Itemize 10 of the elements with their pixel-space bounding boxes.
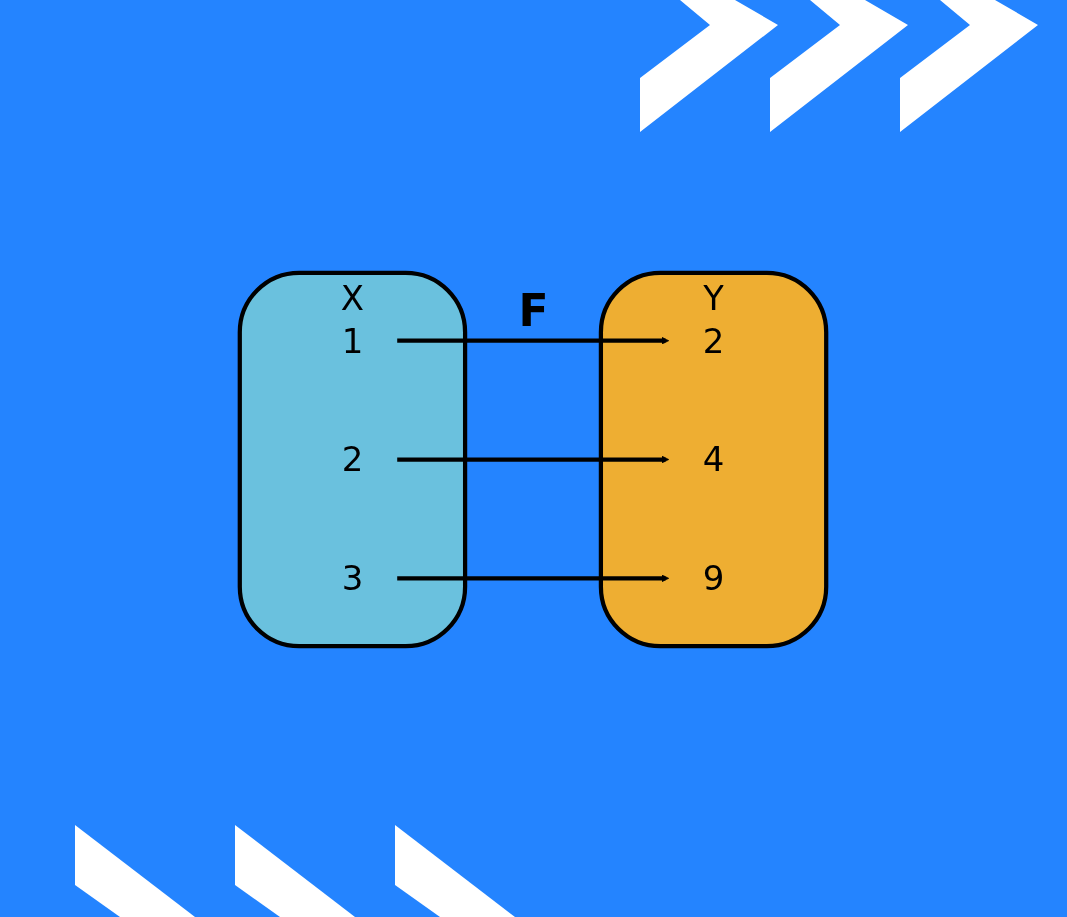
arrow (397, 456, 670, 464)
arrow (397, 575, 670, 583)
node-text: 2 (341, 440, 364, 480)
node-text: 9 (702, 559, 725, 599)
function-label: F (518, 285, 549, 336)
node-text: 4 (702, 440, 725, 480)
arrow (397, 337, 670, 345)
node-text: 2 (702, 321, 725, 361)
node-text: 1 (341, 321, 364, 361)
node-text: 3 (341, 559, 364, 599)
